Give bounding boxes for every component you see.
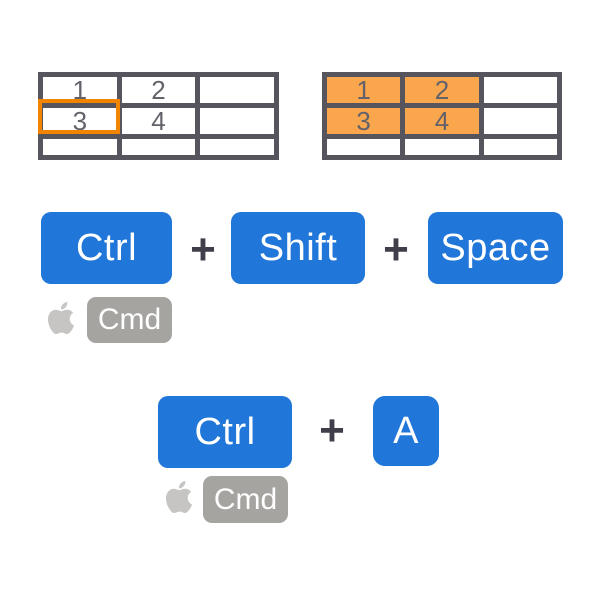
table-cell	[200, 139, 274, 155]
table-cell-highlighted: 3	[327, 108, 401, 134]
key-space: Space	[428, 212, 563, 284]
plus-separator: +	[319, 406, 345, 455]
spreadsheet-before: 1 2 3 4	[38, 72, 279, 160]
table-cell	[483, 77, 557, 103]
table-cell: 4	[121, 108, 196, 134]
key-ctrl: Ctrl	[41, 212, 172, 284]
table-cell: 2	[121, 77, 196, 103]
table-cell	[483, 108, 557, 134]
apple-icon	[45, 299, 77, 337]
table-cell-highlighted: 4	[405, 108, 479, 134]
apple-icon	[163, 478, 195, 516]
table-cell-highlighted: 1	[327, 77, 401, 103]
table-cell	[200, 108, 274, 134]
table-cell	[121, 139, 196, 155]
table-cell	[483, 139, 557, 155]
key-a: A	[373, 396, 439, 466]
key-ctrl: Ctrl	[158, 396, 292, 468]
table-cell	[200, 77, 274, 103]
table-cell	[327, 139, 401, 155]
table-cell	[405, 139, 479, 155]
key-shift: Shift	[231, 212, 365, 284]
key-cmd: Cmd	[87, 297, 172, 343]
table-cell: 1	[43, 77, 117, 103]
plus-separator: +	[190, 225, 216, 274]
spreadsheet-after: 1 2 3 4	[322, 72, 562, 160]
table-cell-selected: 3	[43, 108, 117, 134]
table-cell-highlighted: 2	[405, 77, 479, 103]
table-cell	[43, 139, 117, 155]
plus-separator: +	[383, 225, 409, 274]
key-cmd: Cmd	[203, 476, 288, 523]
